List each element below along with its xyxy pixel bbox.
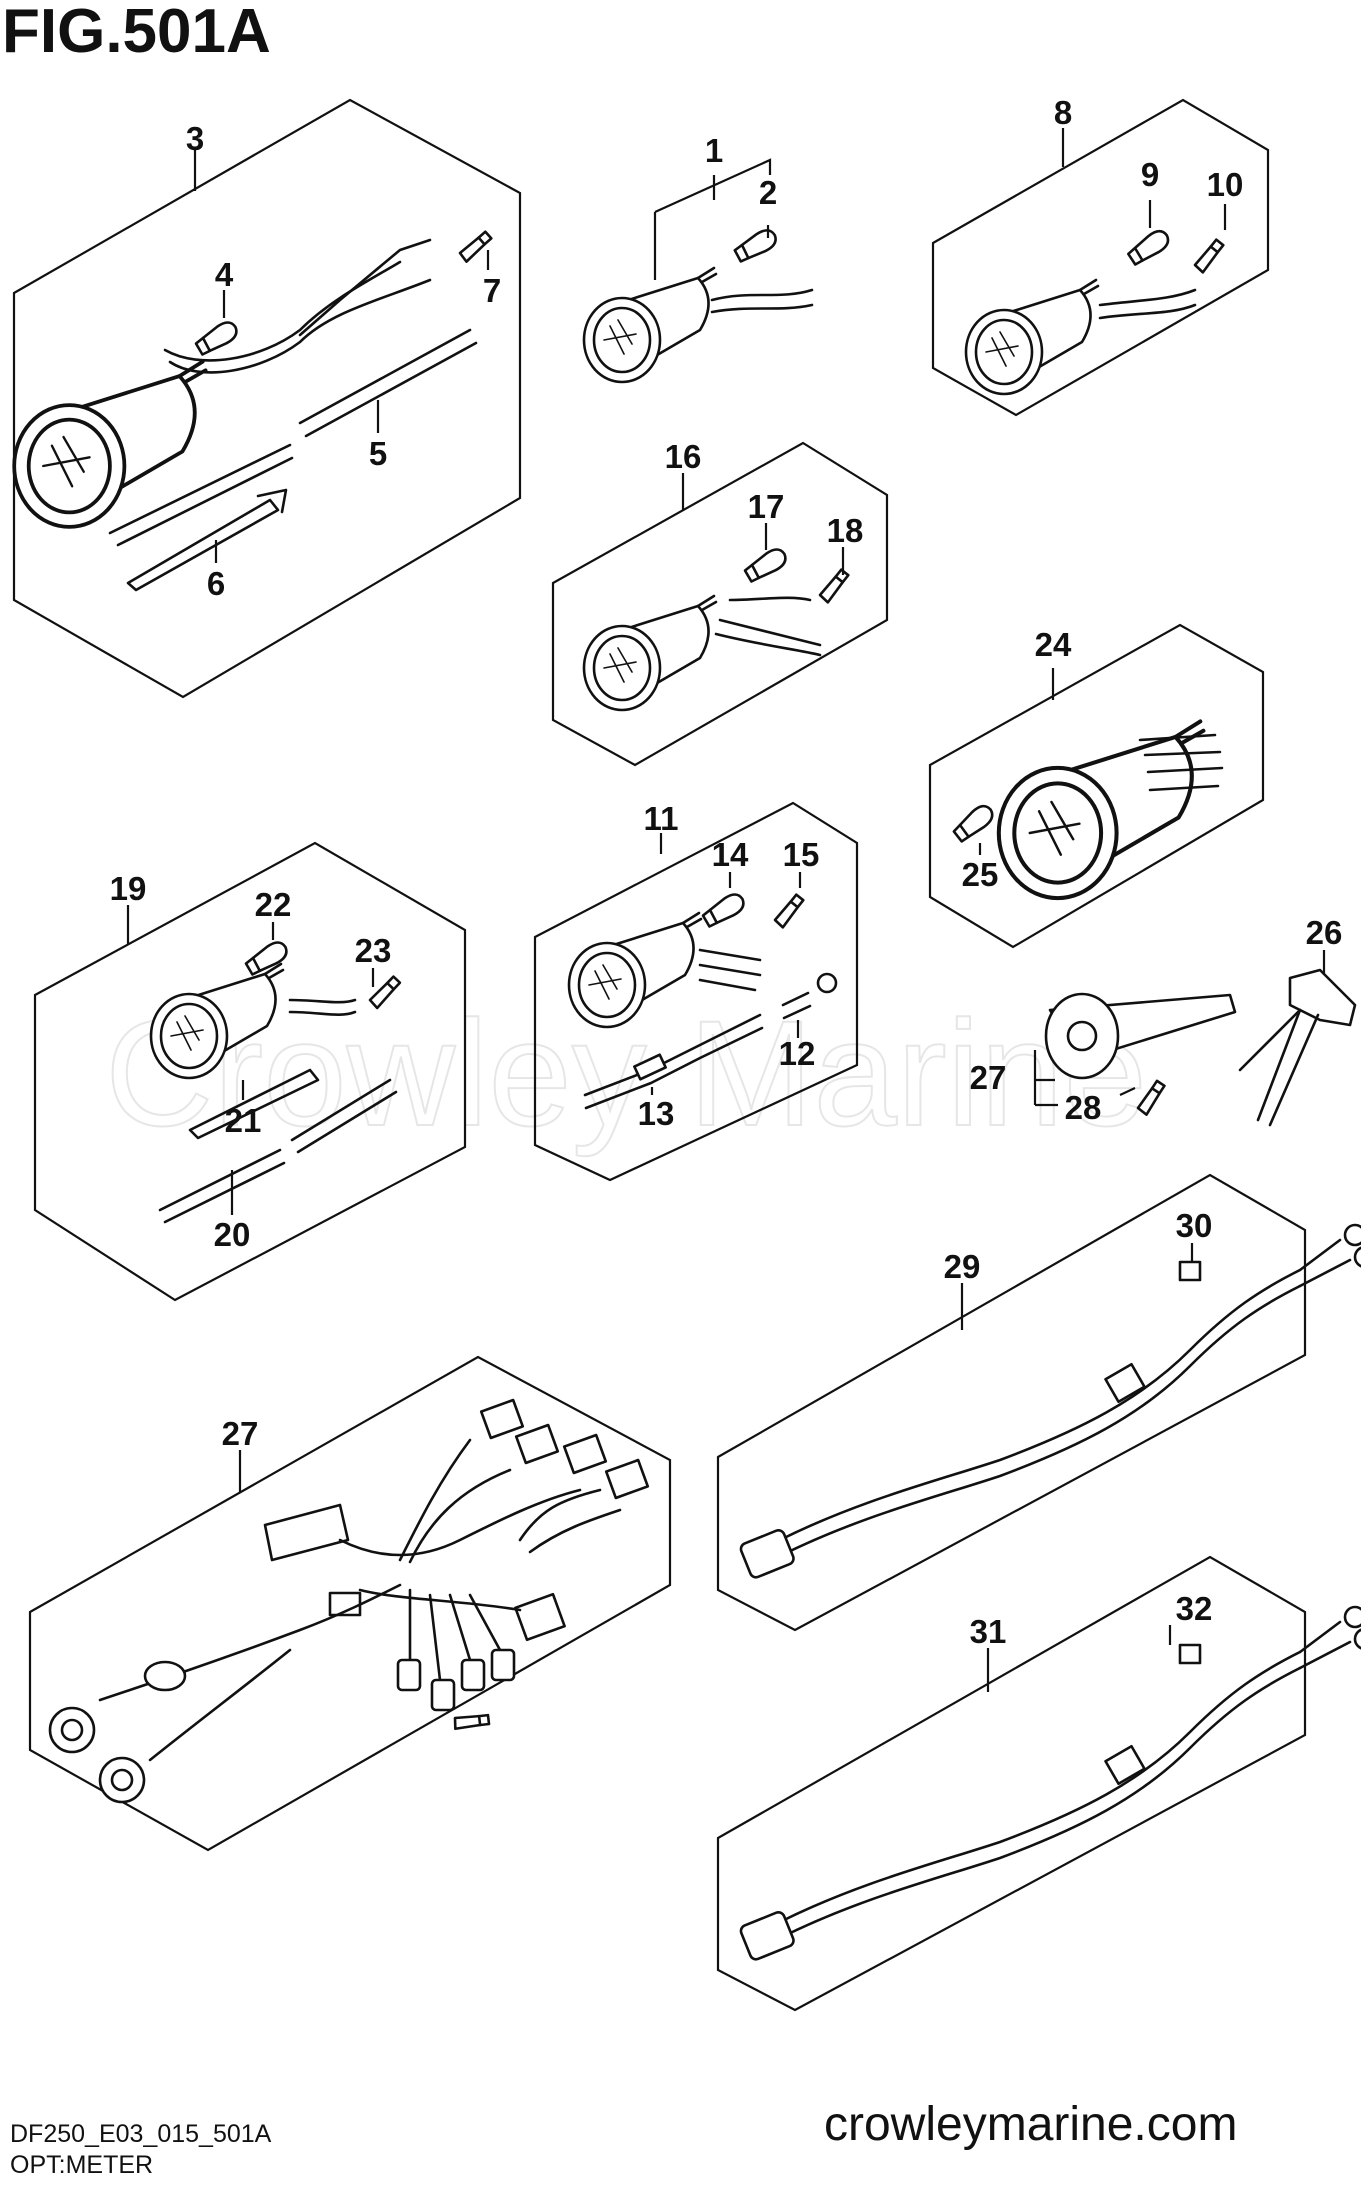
part-group-11 [533,801,859,1182]
figure-subtitle: OPT:METER [10,2151,153,2179]
callout-21: 21 [225,1102,262,1139]
figure-code: DF250_E03_015_501A [10,2120,272,2148]
callout-7: 7 [483,272,501,309]
callout-23: 23 [355,932,392,969]
callout-8: 8 [1054,94,1072,131]
website-text: crowleymarine.com [824,2098,1237,2151]
callout-22: 22 [255,886,292,923]
callout-27-harness: 27 [222,1415,259,1452]
callout-16: 16 [665,438,702,475]
callout-9: 9 [1141,156,1159,193]
callout-12: 12 [779,1035,816,1072]
callout-26: 26 [1306,914,1343,951]
callout-30: 30 [1176,1207,1213,1244]
callout-18: 18 [827,512,864,549]
callout-1: 1 [705,132,723,169]
part-group-8 [931,98,1270,417]
callout-20: 20 [214,1216,251,1253]
callout-19: 19 [110,870,147,907]
figure-title: FIG.501A [2,0,271,66]
callout-4: 4 [215,256,234,293]
callout-32: 32 [1176,1590,1213,1627]
callout-25: 25 [962,856,999,893]
callout-5: 5 [369,435,387,472]
callout-2: 2 [759,174,777,211]
callout-27-lever: 27 [970,1059,1007,1096]
part-group-3 [12,98,522,699]
part-group-1 [582,227,814,384]
callout-14: 14 [712,836,749,873]
part-group-29 [716,1173,1361,1632]
callout-10: 10 [1207,166,1244,203]
callout-3: 3 [186,120,204,157]
callout-29: 29 [944,1248,981,1285]
callout-6: 6 [207,565,225,602]
callout-24: 24 [1035,626,1072,663]
part-group-26-27-28 [1044,968,1357,1127]
part-group-31 [716,1555,1361,2012]
callout-labels: 3 4 7 5 6 1 2 8 9 10 16 17 18 24 25 11 1… [110,94,1343,1650]
callout-15: 15 [783,836,820,873]
part-group-24 [928,623,1265,949]
part-group-27-harness [28,1355,672,1852]
callout-28: 28 [1065,1089,1102,1126]
callout-11: 11 [644,800,679,837]
part-group-19 [33,841,467,1302]
part-group-16 [551,441,889,767]
callout-13: 13 [638,1095,675,1132]
callout-17: 17 [748,488,785,525]
callout-31: 31 [970,1613,1007,1650]
